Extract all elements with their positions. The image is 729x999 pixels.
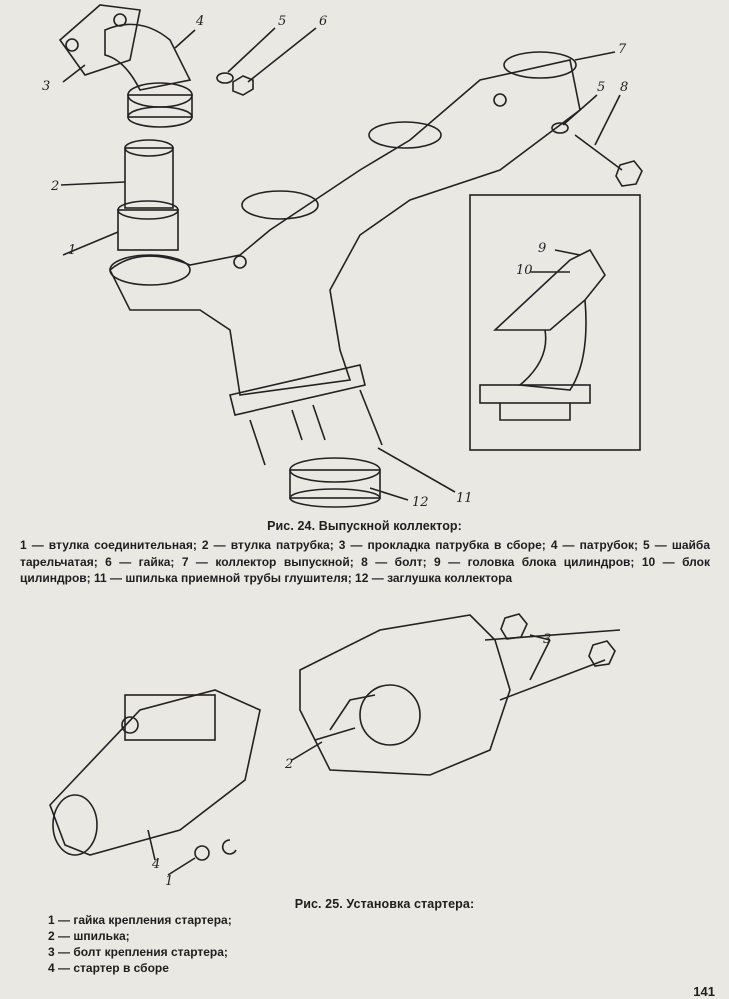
starter-callout-1: 1 — [165, 874, 173, 889]
fig25-legend-item: 2 — шпилька; — [48, 929, 130, 943]
callout-4: 4 — [195, 14, 204, 29]
fig25-legend-item: 3 — болт крепления стартера; — [48, 945, 228, 959]
callout-5b: 5 — [597, 80, 605, 95]
callout-3: 3 — [42, 79, 50, 94]
fig25-legend-item: 4 — стартер в сборе — [48, 961, 169, 975]
callout-6: 6 — [319, 14, 327, 29]
callout-11: 11 — [456, 491, 473, 506]
starter-callout-3: 3 — [543, 632, 551, 647]
starter-callout-2: 2 — [284, 757, 293, 772]
fig25-caption: Рис. 25. Установка стартера: — [294, 897, 475, 911]
fig25-legend: 1 — гайка крепления стартера; 2 — шпильк… — [48, 912, 368, 976]
callout-5: 5 — [278, 14, 286, 29]
callout-12: 12 — [412, 495, 429, 510]
callout-10: 10 — [516, 263, 533, 278]
callout-2: 2 — [50, 179, 59, 194]
callout-1: 1 — [68, 243, 76, 258]
callout-8: 8 — [620, 80, 628, 95]
starter-installation-illustration: 1 2 3 4 — [49, 613, 621, 889]
callout-7: 7 — [618, 42, 627, 57]
fig25-legend-item: 1 — гайка крепления стартера; — [48, 913, 232, 927]
fig24-caption: Рис. 24. Выпускной коллектор: — [267, 519, 462, 533]
exhaust-manifold-illustration: 1 2 3 4 5 6 7 5 8 9 10 11 12 — [42, 4, 643, 510]
fig24-legend: 1 — втулка соединительная; 2 — втулка па… — [20, 538, 710, 585]
starter-callout-4: 4 — [151, 857, 160, 872]
page-number: 141 — [693, 984, 715, 999]
callout-9: 9 — [538, 241, 546, 256]
